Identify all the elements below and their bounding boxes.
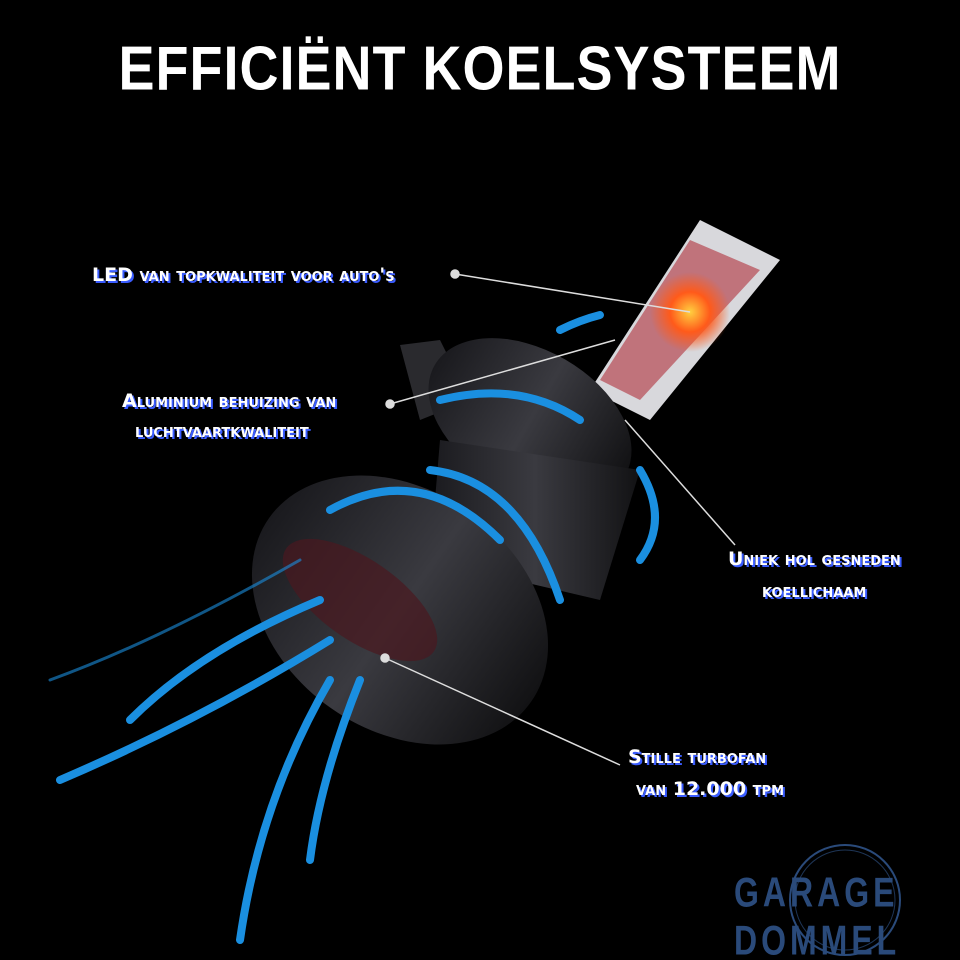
callout-fan-line2: van 12.000 tpm (636, 778, 784, 800)
garage-dommel-logo: GARAGE DOMMEL (734, 868, 901, 960)
callout-heatsink-line1: Uniek hol gesneden (728, 548, 901, 570)
airflow-arrows (48, 311, 659, 944)
callout-lines (380, 269, 736, 766)
callout-housing-line1: Aluminium behuizing van (122, 390, 337, 412)
callout-heatsink-line2: koellichaam (762, 580, 867, 602)
callout-fan-line1: Stille turbofan (628, 746, 767, 768)
bulb-housing (251, 338, 640, 745)
callout-led: LED van topkwaliteit voor auto's (92, 264, 395, 286)
callout-housing-line2: luchtvaartkwaliteit (135, 420, 309, 442)
page-title: EFFICIËNT KOELSYSTEEM (118, 34, 842, 104)
